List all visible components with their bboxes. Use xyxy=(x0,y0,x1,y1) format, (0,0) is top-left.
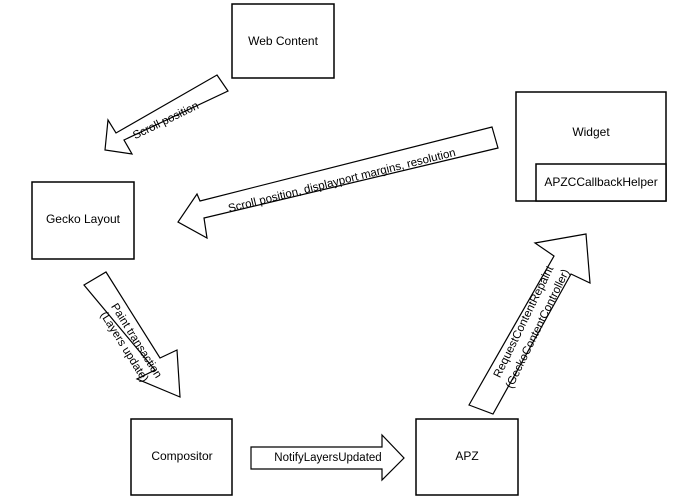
arrow-compositor-to-apz-label: NotifyLayersUpdated xyxy=(274,452,381,464)
arrow-compositor-to-apz-shape xyxy=(250,433,405,482)
node-gecko-layout: Gecko Layout xyxy=(31,181,135,260)
node-apz-box xyxy=(415,418,519,496)
node-gecko-layout-box xyxy=(31,181,135,260)
arrow-widget-to-gecko-label: Scroll position, displayport margins, re… xyxy=(227,147,457,215)
arrow-web-to-gecko: Scroll position xyxy=(104,74,229,155)
arrow-gecko-to-compositor-shape xyxy=(83,271,181,398)
node-web-content-box xyxy=(231,3,335,79)
arrow-widget-to-gecko: Scroll position, displayport margins, re… xyxy=(177,126,499,240)
node-widget: Widget APZCCallbackHelper xyxy=(515,91,667,202)
arrow-apz-to-widget: RequestContentRepaint (GeckoContentContr… xyxy=(468,233,591,415)
node-apzc-callback-helper-box xyxy=(535,163,667,202)
node-compositor: Compositor xyxy=(130,418,233,496)
node-widget-label: Widget xyxy=(572,125,610,139)
node-apzc-callback-helper-label: APZCCallbackHelper xyxy=(544,175,657,189)
node-compositor-label: Compositor xyxy=(151,449,212,463)
node-web-content: Web Content xyxy=(231,3,335,79)
arrow-compositor-to-apz: NotifyLayersUpdated xyxy=(250,433,405,482)
node-compositor-box xyxy=(130,418,233,496)
arrow-widget-to-gecko-shape xyxy=(177,126,499,240)
node-web-content-label: Web Content xyxy=(248,34,318,48)
node-gecko-layout-label: Gecko Layout xyxy=(46,212,121,226)
arrow-gecko-to-compositor: Paint transaction (Layers update) xyxy=(83,271,181,398)
arrow-web-to-gecko-shape xyxy=(104,74,229,155)
node-apz: APZ xyxy=(415,418,519,496)
arrow-apz-to-widget-shape xyxy=(468,233,591,415)
node-apz-label: APZ xyxy=(455,449,478,463)
